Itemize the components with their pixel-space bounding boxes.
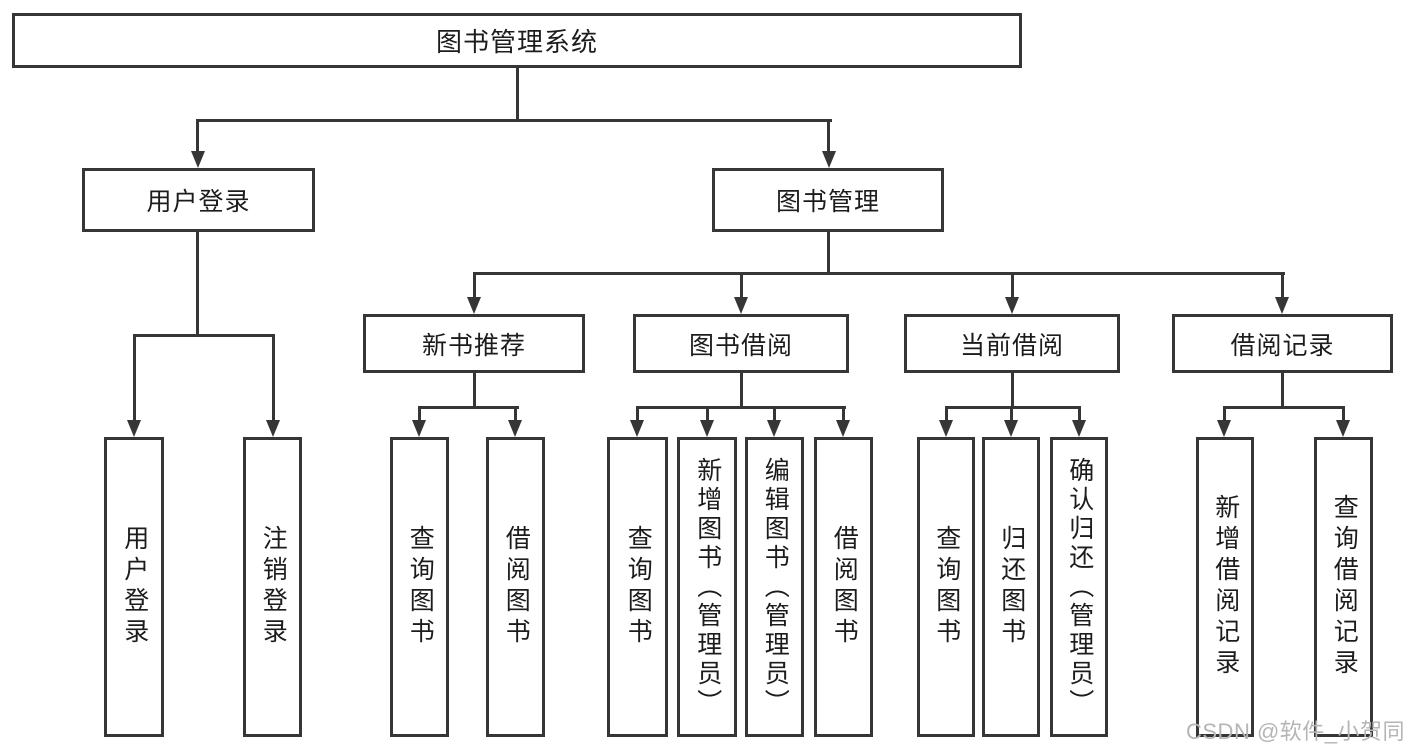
connector-level2-branch [196, 119, 832, 122]
arrow-down-icon [467, 297, 481, 314]
connector-stem [773, 406, 776, 424]
connector-stem [1078, 406, 1081, 424]
leaf-rec-borrow-books: 借阅图书 [486, 437, 545, 737]
leaf-bb-add-books-admin: 新增图书（管理员） [677, 437, 737, 737]
node-user-login: 用户登录 [82, 168, 315, 232]
arrow-down-icon [1336, 420, 1350, 437]
arrow-down-icon [508, 420, 522, 437]
leaf-cb-return-books: 归还图书 [982, 437, 1040, 737]
connector-stem-leaf-logout [272, 334, 275, 422]
leaf-logout: 注销登录 [243, 437, 302, 737]
arrow-down-icon [767, 420, 781, 437]
arrow-down-icon [412, 420, 426, 437]
connector-book-borrow-branch [636, 406, 846, 409]
arrow-down-icon [127, 420, 141, 437]
leaf-br-query-record: 查询借阅记录 [1314, 437, 1373, 737]
connector-stem [636, 406, 639, 424]
node-root: 图书管理系统 [12, 13, 1022, 68]
arrow-down-icon [630, 420, 644, 437]
arrow-down-icon [939, 420, 953, 437]
arrow-down-icon [1275, 297, 1289, 314]
leaf-cb-confirm-return-admin: 确认归还（管理员） [1050, 437, 1108, 737]
arrow-down-icon [734, 297, 748, 314]
connector-book-management-trunk [827, 232, 830, 274]
node-book-management: 图书管理 [712, 168, 944, 232]
connector-current-borrow-trunk [1011, 373, 1014, 409]
connector-book-borrow-trunk [740, 373, 743, 409]
node-new-book-recommend: 新书推荐 [363, 314, 585, 373]
arrow-down-icon [1004, 420, 1018, 437]
watermark: CSDN @软件_小贺同学 [1186, 719, 1405, 744]
connector-stem [1223, 406, 1226, 424]
connector-stem [842, 406, 845, 424]
connector-stem-user-login [196, 119, 199, 153]
connector-stem [514, 406, 517, 424]
connector-level3-branch [473, 272, 1285, 275]
connector-root-trunk [516, 68, 519, 120]
leaf-br-add-record: 新增借阅记录 [1196, 437, 1254, 737]
node-borrow-records: 借阅记录 [1172, 314, 1393, 373]
connector-stem-new-book [473, 272, 476, 299]
connector-stem-book-management [827, 119, 830, 153]
connector-user-login-branch [133, 334, 275, 337]
leaf-rec-query-books: 查询图书 [390, 437, 449, 737]
connector-stem [706, 406, 709, 424]
leaf-bb-query-books: 查询图书 [607, 437, 668, 737]
arrow-down-icon [1005, 297, 1019, 314]
connector-stem [945, 406, 948, 424]
leaf-user-login: 用户登录 [104, 437, 164, 737]
connector-user-login-trunk [196, 232, 199, 337]
node-book-borrow: 图书借阅 [633, 314, 849, 373]
arrow-down-icon [836, 420, 850, 437]
leaf-bb-edit-books-admin: 编辑图书（管理员） [745, 437, 804, 737]
connector-stem-borrow-records [1281, 272, 1284, 299]
leaf-bb-borrow-books: 借阅图书 [814, 437, 873, 737]
connector-stem-leaf-user-login [133, 334, 136, 422]
arrow-down-icon [822, 151, 836, 168]
connector-borrow-records-branch [1223, 406, 1345, 409]
arrow-down-icon [1072, 420, 1086, 437]
node-current-borrow: 当前借阅 [904, 314, 1120, 373]
connector-stem [1342, 406, 1345, 424]
arrow-down-icon [266, 420, 280, 437]
connector-borrow-records-trunk [1281, 373, 1284, 409]
arrow-down-icon [700, 420, 714, 437]
connector-new-book-trunk [473, 373, 476, 409]
connector-stem [418, 406, 421, 424]
arrow-down-icon [1217, 420, 1231, 437]
connector-stem-book-borrow [740, 272, 743, 299]
arrow-down-icon [191, 151, 205, 168]
leaf-cb-query-books: 查询图书 [917, 437, 975, 737]
connector-current-borrow-branch [945, 406, 1081, 409]
connector-stem-current-borrow [1011, 272, 1014, 299]
connector-new-book-branch [418, 406, 519, 409]
connector-stem [1010, 406, 1013, 424]
